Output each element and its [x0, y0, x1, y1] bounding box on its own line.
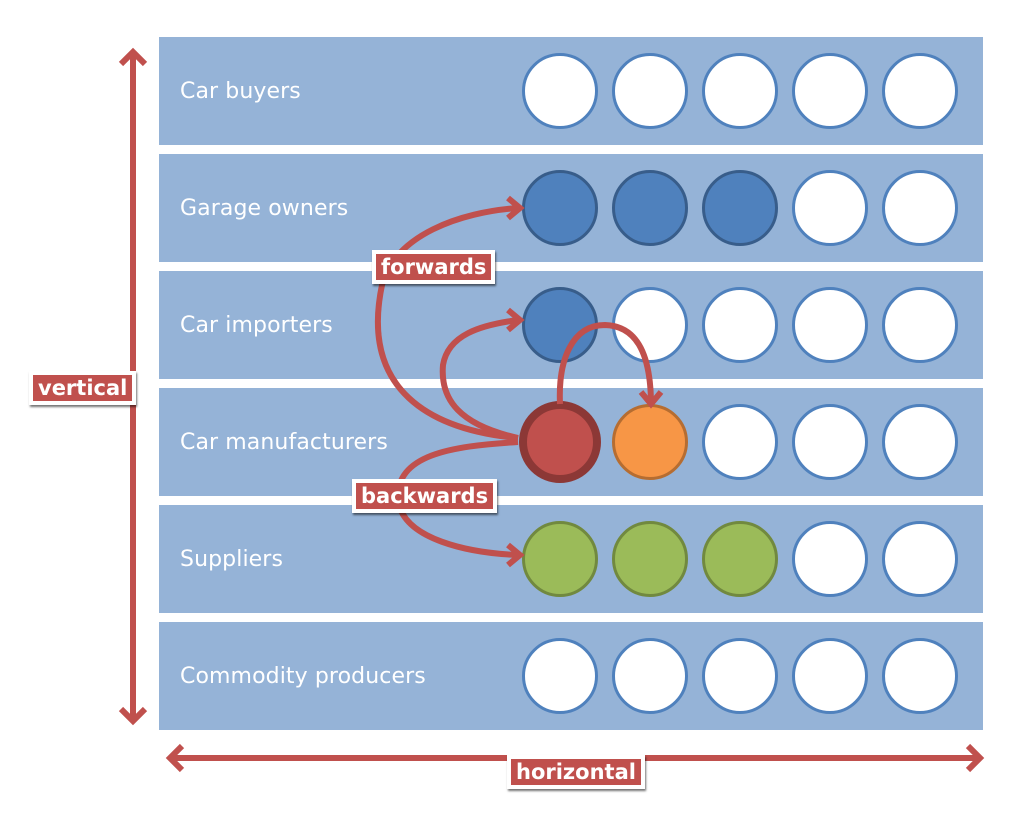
company-circle-empty: [882, 638, 958, 714]
company-circle-empty: [612, 638, 688, 714]
company-circle-empty: [702, 404, 778, 480]
company-circle-green: [522, 521, 598, 597]
company-circle-empty: [522, 53, 598, 129]
company-circle-green: [702, 521, 778, 597]
row-label: Car importers: [180, 312, 333, 338]
company-circle-empty: [702, 53, 778, 129]
company-circle-empty: [792, 638, 868, 714]
company-circle-empty: [792, 287, 868, 363]
horizontal-label: horizontal: [507, 755, 645, 789]
company-circle-empty: [792, 404, 868, 480]
company-circle-blue: [612, 170, 688, 246]
row-label: Suppliers: [180, 546, 284, 572]
row-garage-owners: Garage owners: [159, 154, 983, 262]
company-circle-empty: [882, 170, 958, 246]
row-label: Garage owners: [180, 195, 349, 221]
company-circle-empty: [882, 53, 958, 129]
row-label: Commodity producers: [180, 663, 426, 689]
company-circle-empty: [882, 521, 958, 597]
company-circle-empty: [612, 287, 688, 363]
row-label: Car manufacturers: [180, 429, 388, 455]
row-car-manufacturers: Car manufacturers: [159, 388, 983, 496]
row-commodity-producers: Commodity producers: [159, 622, 983, 730]
company-circle-empty: [612, 53, 688, 129]
company-circle-empty: [792, 521, 868, 597]
row-suppliers: Suppliers: [159, 505, 983, 613]
company-circle-orange: [612, 404, 688, 480]
company-circle-blue: [522, 287, 598, 363]
company-circle-empty: [882, 287, 958, 363]
row-car-importers: Car importers: [159, 271, 983, 379]
row-label: Car buyers: [180, 78, 301, 104]
company-circle-green: [612, 521, 688, 597]
company-circle-blue: [702, 170, 778, 246]
company-circle-empty: [792, 170, 868, 246]
forwards-label: forwards: [372, 250, 496, 284]
company-circle-empty: [702, 287, 778, 363]
vertical-label: vertical: [29, 371, 137, 405]
backwards-label: backwards: [352, 479, 498, 513]
company-circle-red: [519, 401, 601, 483]
company-circle-empty: [522, 638, 598, 714]
company-circle-empty: [702, 638, 778, 714]
company-circle-empty: [792, 53, 868, 129]
company-circle-blue: [522, 170, 598, 246]
company-circle-empty: [882, 404, 958, 480]
row-car-buyers: Car buyers: [159, 37, 983, 145]
